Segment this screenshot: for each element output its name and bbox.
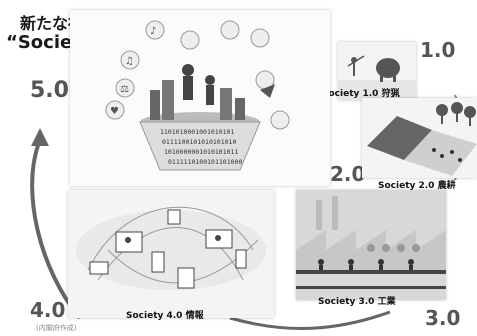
svg-text:♪: ♪ xyxy=(150,26,156,37)
panel-society-5: ♫ ♥ ♪ ⚖ 1101010001001010101 011110010101… xyxy=(70,10,330,186)
farm-field-icon xyxy=(367,116,432,160)
label-society-3: Society 3.0 工業 xyxy=(318,297,396,307)
society5-illustration: ♫ ♥ ♪ ⚖ 1101010001001010101 011110010101… xyxy=(105,20,290,171)
chimney-icon xyxy=(316,200,322,230)
binary-row-1: 1101010001001010101 xyxy=(160,128,234,136)
label-society-4: Society 4.0 情報 xyxy=(126,311,204,321)
panel-society-3 xyxy=(296,190,446,300)
label-society-1: Society 1.0 狩猟 xyxy=(322,89,400,99)
stage-number-5: 5.0 xyxy=(30,78,69,103)
binary-row-4: 0111110100101101000 xyxy=(168,158,242,166)
tablet-icon xyxy=(177,267,195,289)
drone-icon xyxy=(260,84,275,98)
stage-number-1: 1.0 xyxy=(420,38,456,62)
person-icon xyxy=(182,64,194,76)
laptop-icon xyxy=(89,261,109,275)
svg-text:♥: ♥ xyxy=(110,106,119,117)
mammoth-icon xyxy=(376,58,400,78)
tree-icon xyxy=(436,104,448,116)
phone-icon xyxy=(235,249,247,269)
label-society-2: Society 2.0 農耕 xyxy=(378,181,456,191)
building-icon xyxy=(150,90,160,120)
information-illustration xyxy=(76,206,266,290)
footnote: (内閣府作成) xyxy=(36,324,77,332)
stage-number-3: 3.0 xyxy=(425,306,461,330)
panel-society-2 xyxy=(362,98,477,178)
panel-society-1 xyxy=(338,42,416,100)
stage-number-2: 2.0 xyxy=(330,162,366,186)
binary-row-2: 0111100101010101010 xyxy=(162,138,236,146)
server-icon xyxy=(151,251,165,273)
conveyor-icon xyxy=(296,270,446,274)
farming-illustration xyxy=(367,102,477,176)
hunting-illustration xyxy=(338,55,416,100)
binary-row-3: 1010000001010101011 xyxy=(164,148,238,156)
cycle-arrowhead-icon xyxy=(31,128,49,146)
panel-society-4 xyxy=(68,190,274,318)
svg-text:⚖: ⚖ xyxy=(120,84,129,95)
industry-illustration xyxy=(296,190,446,300)
svg-text:♫: ♫ xyxy=(125,56,134,67)
stage-number-4: 4.0 xyxy=(30,298,66,322)
